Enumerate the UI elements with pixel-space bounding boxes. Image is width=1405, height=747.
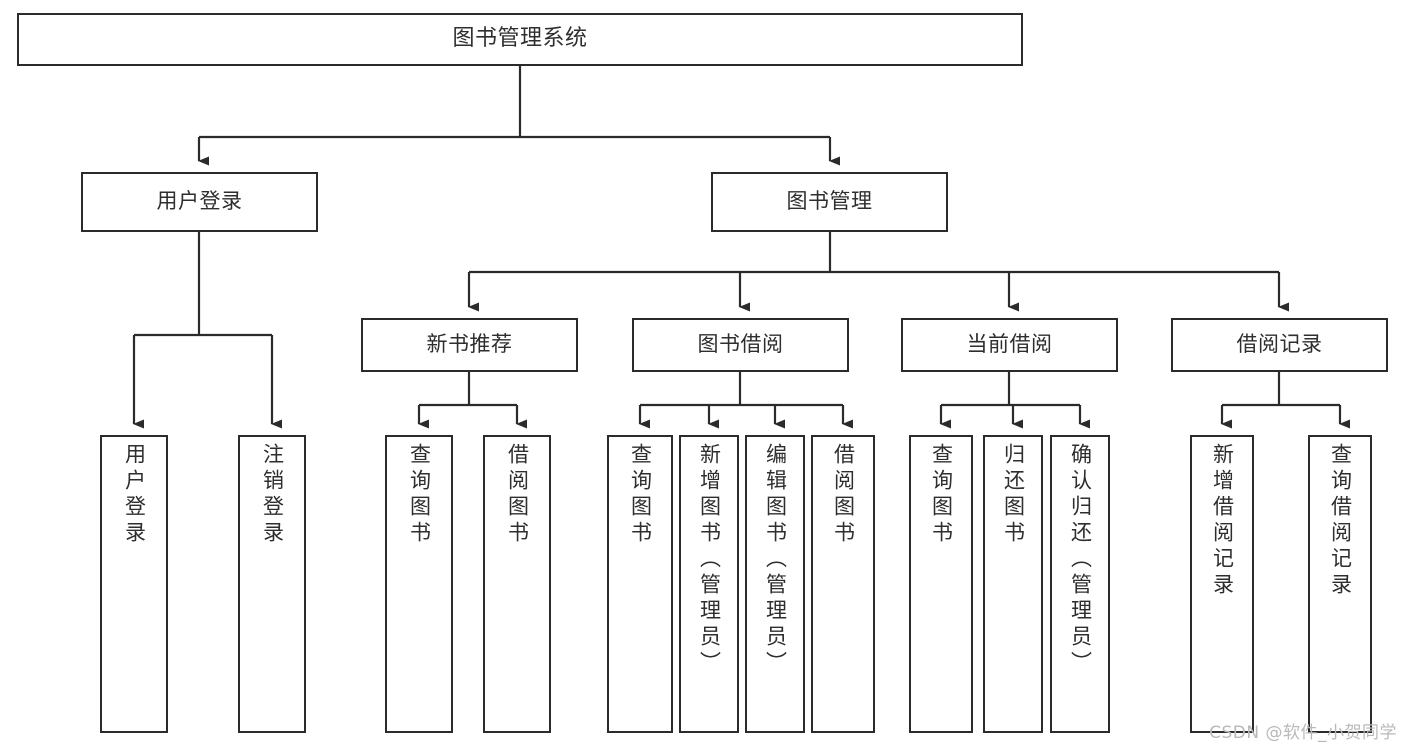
node-leaf-query-book-2-label: 查询图书 [628, 443, 653, 547]
node-leaf-user-login[interactable]: 用户登录 [100, 435, 168, 733]
node-leaf-borrow-book-1-label: 借阅图书 [505, 443, 530, 547]
node-borrow-record[interactable]: 借阅记录 [1171, 318, 1388, 372]
node-leaf-edit-book-label: 编辑图书（管理员） [763, 443, 788, 677]
node-leaf-query-record-label: 查询借阅记录 [1328, 443, 1353, 599]
node-leaf-query-record[interactable]: 查询借阅记录 [1308, 435, 1372, 733]
csdn-watermark: CSDN @软件_小贺同学 [1209, 723, 1397, 743]
edge-new-book-recommend-to-leaves [417, 372, 527, 429]
node-book-borrow[interactable]: 图书借阅 [632, 318, 849, 372]
node-leaf-borrow-book-2-label: 借阅图书 [831, 443, 856, 547]
node-user-login-label: 用户登录 [156, 189, 243, 214]
node-leaf-add-record[interactable]: 新增借阅记录 [1190, 435, 1254, 733]
node-root[interactable]: 图书管理系统 [17, 13, 1023, 66]
node-leaf-add-book[interactable]: 新增图书（管理员） [679, 435, 739, 733]
node-leaf-confirm-return-label: 确认归还（管理员） [1068, 443, 1093, 677]
node-leaf-query-book-3-label: 查询图书 [929, 443, 954, 547]
node-leaf-query-book-1-label: 查询图书 [407, 443, 432, 547]
edge-book-manage-to-level3 [467, 232, 1289, 312]
node-leaf-borrow-book-2[interactable]: 借阅图书 [811, 435, 875, 733]
edge-book-borrow-to-leaves [638, 372, 853, 429]
node-leaf-logout[interactable]: 注销登录 [238, 435, 306, 733]
node-book-manage-label: 图书管理 [786, 189, 873, 214]
node-leaf-borrow-book-1[interactable]: 借阅图书 [483, 435, 551, 733]
node-leaf-edit-book[interactable]: 编辑图书（管理员） [745, 435, 805, 733]
node-leaf-query-book-2[interactable]: 查询图书 [607, 435, 673, 733]
node-leaf-confirm-return[interactable]: 确认归还（管理员） [1050, 435, 1110, 733]
node-leaf-add-record-label: 新增借阅记录 [1210, 443, 1235, 599]
node-current-borrow-label: 当前借阅 [966, 332, 1053, 357]
node-new-book-recommend[interactable]: 新书推荐 [361, 318, 578, 372]
node-current-borrow[interactable]: 当前借阅 [901, 318, 1118, 372]
node-book-borrow-label: 图书借阅 [697, 332, 784, 357]
node-leaf-return-book[interactable]: 归还图书 [983, 435, 1043, 733]
node-leaf-user-login-label: 用户登录 [122, 443, 147, 547]
edge-root-to-level2 [197, 66, 840, 166]
node-user-login[interactable]: 用户登录 [81, 172, 318, 232]
node-leaf-query-book-1[interactable]: 查询图书 [385, 435, 453, 733]
node-leaf-query-book-3[interactable]: 查询图书 [909, 435, 973, 733]
node-new-book-recommend-label: 新书推荐 [426, 332, 513, 357]
node-leaf-add-book-label: 新增图书（管理员） [697, 443, 722, 677]
node-borrow-record-label: 借阅记录 [1236, 332, 1323, 357]
edge-borrow-record-to-leaves [1220, 372, 1350, 429]
node-leaf-return-book-label: 归还图书 [1001, 443, 1026, 547]
node-root-label: 图书管理系统 [452, 26, 588, 52]
edge-user-login-to-leaves [132, 232, 282, 429]
node-book-manage[interactable]: 图书管理 [711, 172, 948, 232]
edge-current-borrow-to-leaves [939, 372, 1090, 429]
node-leaf-logout-label: 注销登录 [260, 443, 285, 547]
